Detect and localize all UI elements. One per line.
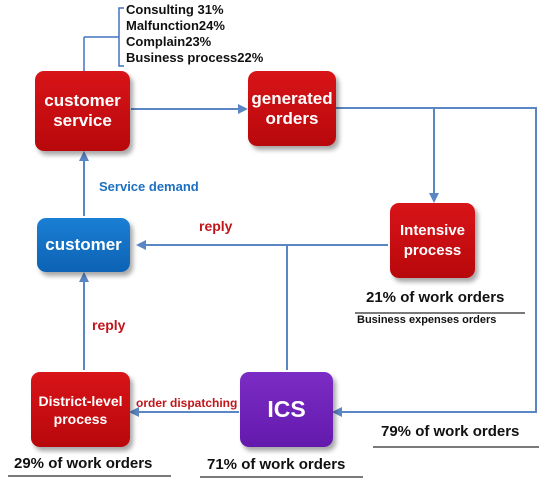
intensive-percent-label: 21% of work orders [366, 289, 505, 306]
business-expenses-label: Business expenses orders [357, 314, 497, 326]
right-percent-label: 79% of work orders [381, 423, 520, 440]
service-demand-label: Service demand [99, 179, 199, 194]
customer-service-node: customer service [35, 71, 130, 151]
arrow-orders-to-ics [332, 107, 537, 417]
reply-label-top: reply [199, 218, 233, 234]
legend-item-consulting: Consulting 31% [126, 2, 224, 17]
ics-node: ICS [240, 372, 333, 447]
ics-underline [200, 476, 363, 478]
district-percent-label: 29% of work orders [14, 455, 153, 472]
generated-orders-node: generated orders [248, 71, 336, 146]
legend-bracket [118, 7, 124, 67]
ics-percent-label: 71% of work orders [207, 456, 346, 473]
intensive-process-node: Intensive process [390, 203, 475, 278]
intensive-underline [355, 312, 525, 314]
legend-item-malfunction: Malfunction24% [126, 18, 225, 33]
reply-label-left: reply [92, 317, 126, 333]
district-underline [8, 475, 171, 477]
customer-node: customer [37, 218, 130, 272]
legend-item-complain: Complain23% [126, 34, 212, 49]
right-underline [373, 446, 539, 448]
district-process-node: District-level process [31, 372, 130, 447]
order-dispatching-label: order dispatching [136, 396, 238, 410]
legend-item-business-process: Business process22% [126, 50, 264, 65]
